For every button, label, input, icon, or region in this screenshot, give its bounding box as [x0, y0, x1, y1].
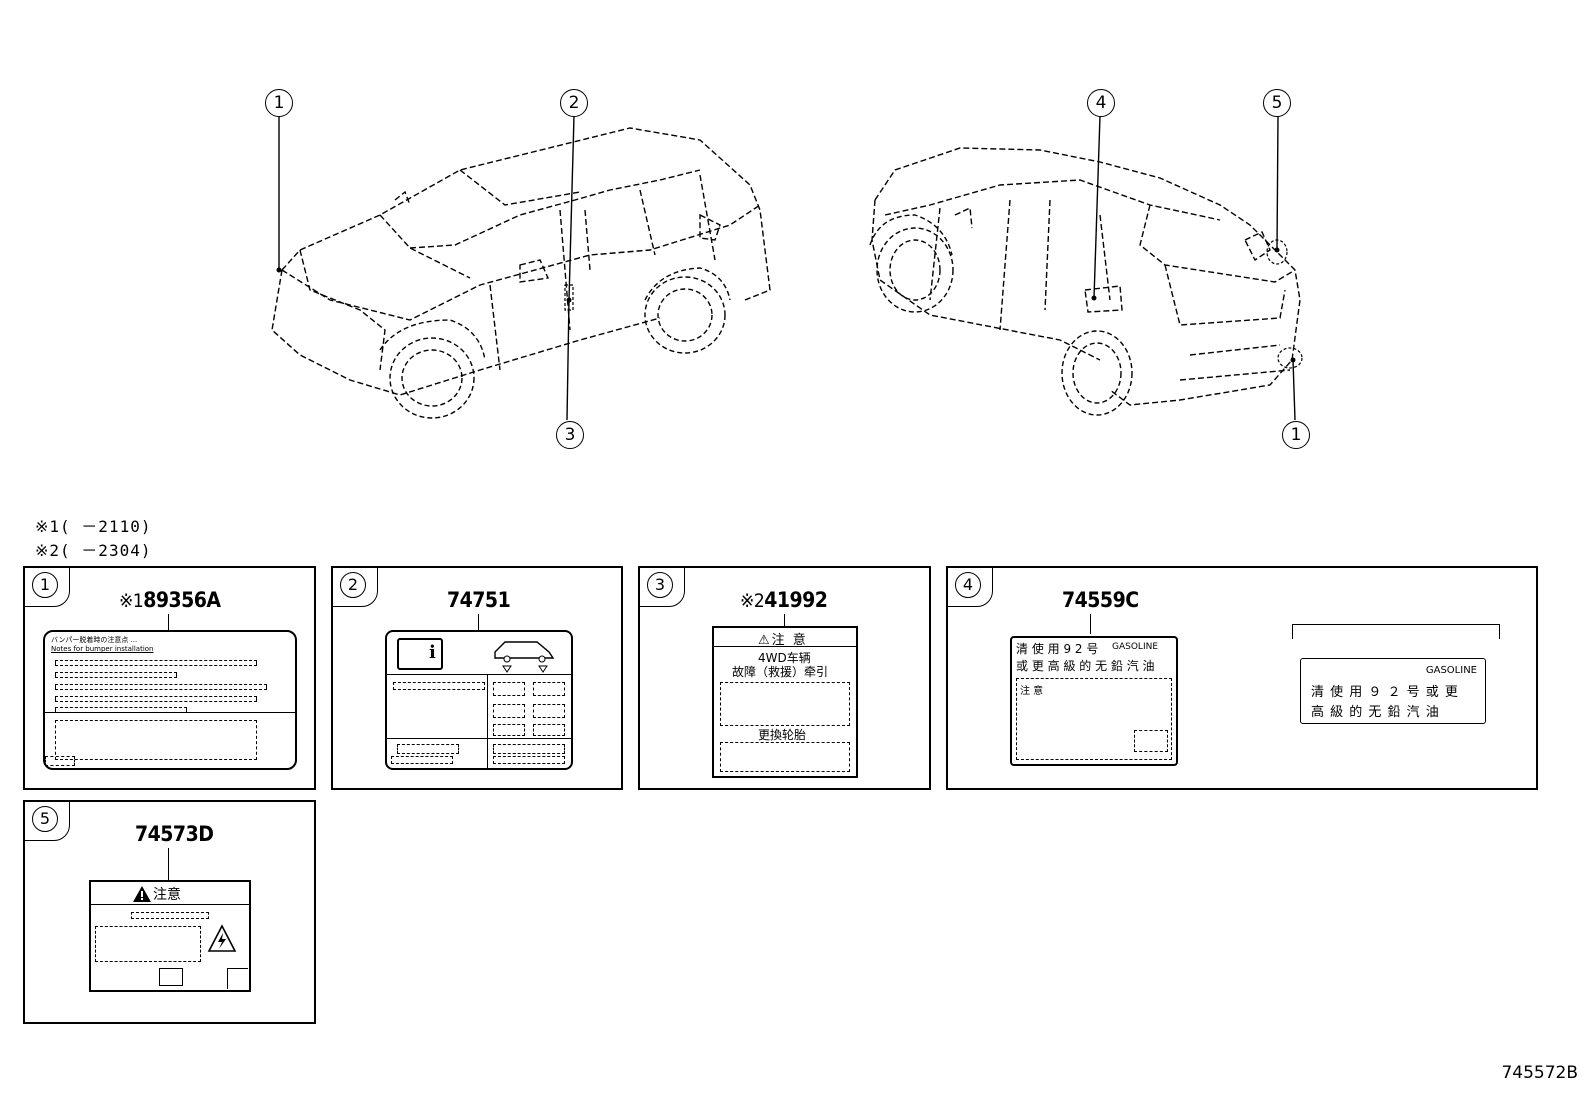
electric-shock-icon: [207, 924, 237, 952]
callout-4: 4: [1087, 89, 1115, 117]
panel-5: 5 74573D 注意: [23, 800, 316, 1024]
part-number: 74573D: [135, 822, 214, 846]
car-icon: [494, 641, 555, 673]
part-number: ※189356A: [119, 588, 221, 612]
label-vehicle-info: i: [385, 630, 573, 770]
label-4wd-towing: ⚠注 意 4WD车辆 故障（救援）牵引 更換轮胎: [712, 626, 858, 778]
label-fuel-small: 清 使 用 9 2 号 GASOLINE 或 更 高 級 的 无 鉛 汽 油 注…: [1010, 636, 1178, 766]
callout-2: 2: [560, 89, 588, 117]
callout-1-rear: 1: [1282, 421, 1310, 449]
manual-icon: [159, 968, 183, 986]
figure-id: 745572B: [1501, 1063, 1578, 1083]
manual-icon: i: [397, 638, 443, 670]
panel-4: 4 74559C 清 使 用 9 2 号 GASOLINE 或 更 高 級 的 …: [946, 566, 1538, 790]
detail-bracket: [1292, 624, 1500, 639]
leader-lines: [278, 115, 1296, 421]
note-asterisk-2: ※2( －2304): [35, 541, 152, 560]
panel-tag: 1: [24, 567, 70, 607]
vehicle-illustrations: [271, 115, 1303, 421]
panel-tag: 2: [332, 567, 378, 607]
warning-triangle-icon: [133, 886, 151, 902]
label-caution-electrical: 注意: [89, 880, 251, 992]
rear-vehicle-drawing: [871, 147, 1301, 406]
panel-2: 2 74751 i: [331, 566, 623, 790]
front-wheels: [379, 267, 731, 419]
panel-tag: 5: [24, 801, 70, 841]
note-asterisk-1: ※1( －2110): [35, 517, 152, 536]
panel-1: 1 ※189356A バンパー脱着時の注意点 ... Notes for bum…: [23, 566, 316, 790]
callout-5: 5: [1263, 89, 1291, 117]
part-number: ※241992: [740, 588, 828, 612]
part-number: 74751: [447, 588, 511, 612]
callout-1-front: 1: [265, 89, 293, 117]
panel-tag: 4: [947, 567, 993, 607]
panel-3: 3 ※241992 ⚠注 意 4WD车辆 故障（救援）牵引 更換轮胎: [638, 566, 931, 790]
label-bumper-notes: バンパー脱着時の注意点 ... Notes for bumper install…: [43, 630, 297, 770]
callout-3: 3: [556, 421, 584, 449]
front-vehicle-drawing: [271, 127, 771, 396]
rear-wheels: [869, 214, 1133, 416]
panel-tag: 3: [639, 567, 685, 607]
part-number: 74559C: [1062, 588, 1139, 612]
label-fuel-detail: GASOLINE 清 使 用 ９ ２ 号 或 更 高 級 的 无 鉛 汽 油: [1300, 658, 1486, 724]
